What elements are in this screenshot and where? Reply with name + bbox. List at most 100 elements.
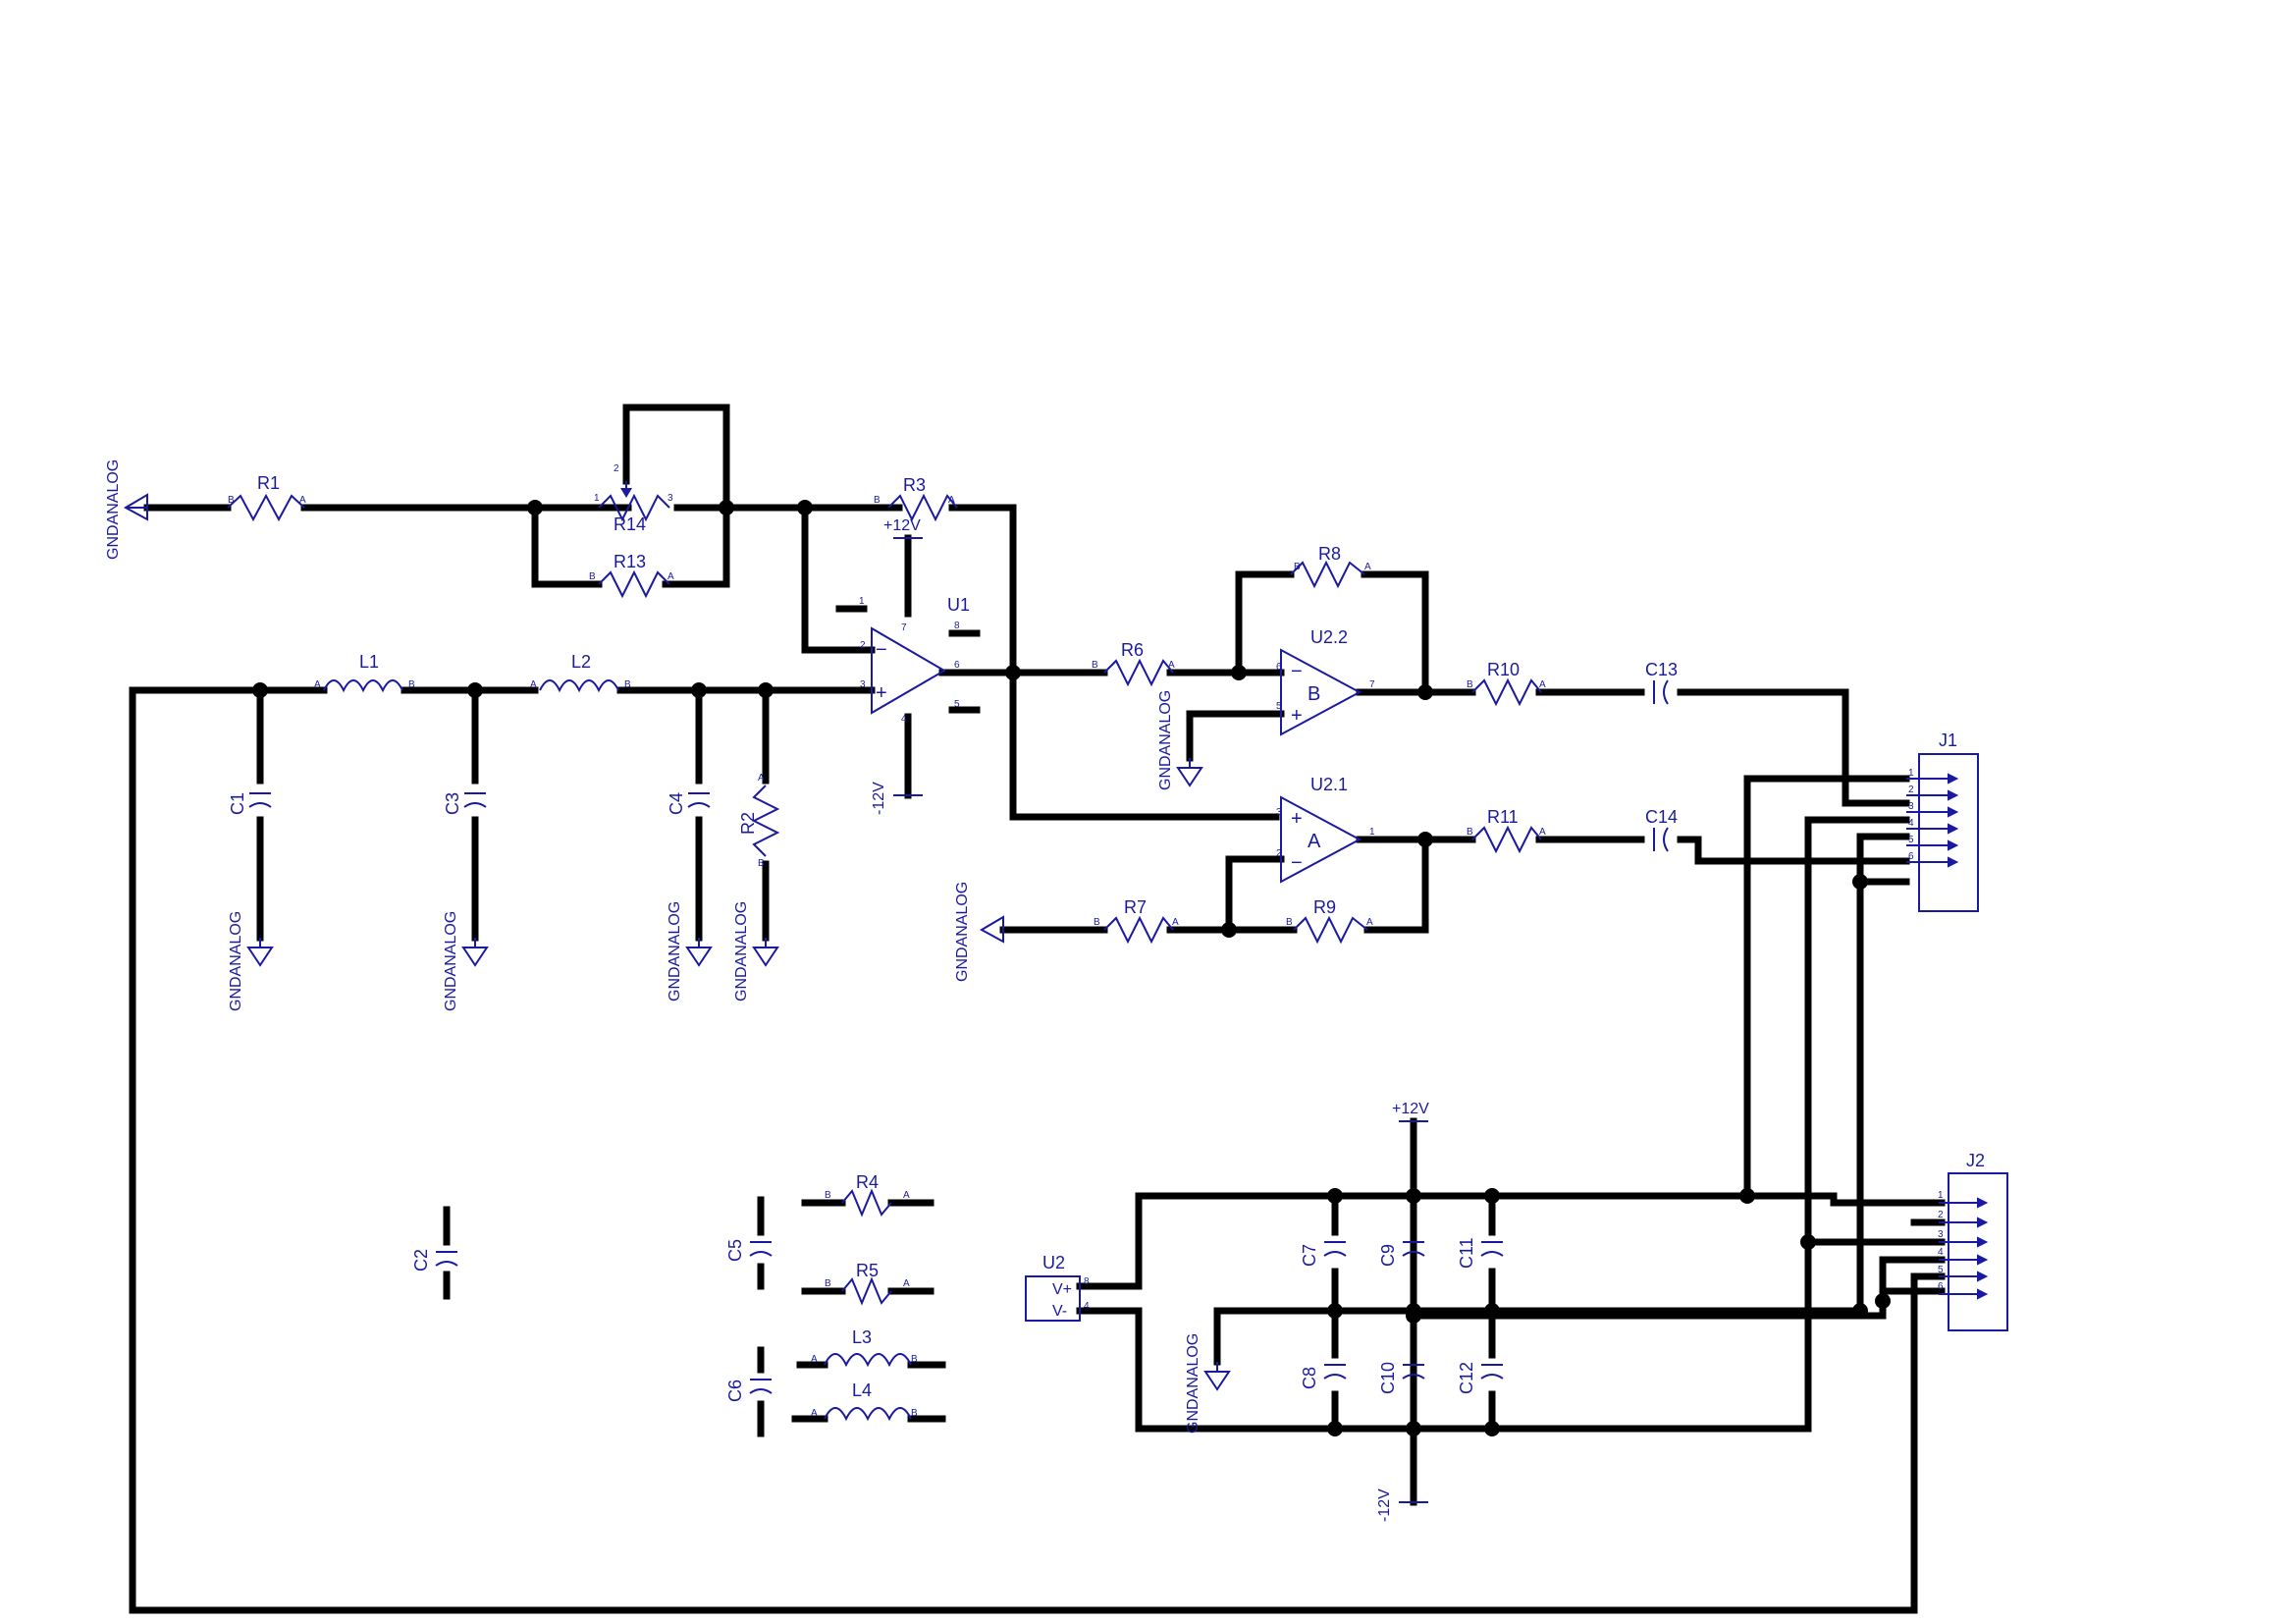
svg-text:A: A [948, 495, 955, 506]
potentiometer-r14: R14 1 3 2 [594, 463, 673, 534]
svg-text:2: 2 [1276, 848, 1282, 859]
svg-text:A: A [299, 495, 306, 506]
svg-text:1: 1 [1938, 1190, 1944, 1201]
svg-text:C1: C1 [228, 792, 247, 815]
svg-text:C3: C3 [443, 792, 462, 815]
svg-text:B: B [825, 1190, 831, 1201]
svg-text:+: + [876, 682, 887, 704]
svg-text:GNDANALOG: GNDANALOG [733, 901, 750, 1001]
svg-text:A: A [811, 1354, 818, 1365]
svg-text:B: B [911, 1354, 918, 1365]
svg-text:GNDANALOG: GNDANALOG [1185, 1333, 1201, 1434]
svg-text:B: B [874, 495, 881, 506]
svg-text:J2: J2 [1966, 1151, 1985, 1170]
svg-text:A: A [903, 1190, 910, 1201]
resistor-r8: R8 B A [1290, 544, 1371, 589]
capacitor-c12: C12 [1457, 1362, 1504, 1394]
svg-text:R11: R11 [1487, 807, 1519, 827]
svg-text:C2: C2 [411, 1249, 431, 1272]
capacitor-c4: C4 [667, 792, 711, 815]
svg-text:B: B [825, 1278, 831, 1289]
svg-text:R1: R1 [257, 473, 280, 493]
inductor-l2: L2 A B [530, 652, 631, 693]
svg-text:B: B [1308, 683, 1320, 705]
svg-text:A: A [667, 571, 674, 582]
svg-text:2: 2 [860, 640, 866, 651]
capacitor-c10: C10 [1378, 1362, 1425, 1394]
resistor-r5: R5 B A [825, 1261, 910, 1306]
svg-text:A: A [314, 679, 321, 690]
svg-text:4: 4 [901, 714, 907, 725]
svg-text:A: A [903, 1278, 910, 1289]
svg-text:C9: C9 [1378, 1244, 1398, 1267]
capacitor-c11: C11 [1457, 1237, 1504, 1269]
svg-text:6: 6 [1276, 662, 1282, 673]
svg-text:U2: U2 [1042, 1253, 1065, 1272]
svg-text:B: B [758, 858, 765, 869]
svg-text:6: 6 [1938, 1281, 1944, 1292]
opamp-u1: − + U1 2 3 7 4 6 1 8 5 [859, 595, 970, 725]
svg-text:-12V: -12V [871, 782, 887, 815]
svg-text:2: 2 [614, 463, 619, 474]
svg-text:J1: J1 [1939, 731, 1957, 750]
connector-j1: J1 1 2 3 4 5 6 [1906, 731, 1979, 912]
svg-text:R8: R8 [1318, 544, 1341, 564]
svg-text:3: 3 [1938, 1229, 1944, 1240]
svg-text:−: − [876, 639, 887, 661]
svg-text:8: 8 [1084, 1276, 1090, 1287]
svg-text:R9: R9 [1313, 897, 1336, 917]
svg-text:R4: R4 [856, 1172, 879, 1192]
svg-text:C4: C4 [667, 792, 686, 815]
gnd-c4: GNDANALOG [667, 901, 712, 1001]
vpos-bus: +12V [1392, 1101, 1429, 1122]
svg-text:V+: V+ [1052, 1281, 1072, 1298]
svg-text:GNDANALOG: GNDANALOG [1157, 690, 1174, 790]
svg-text:C6: C6 [725, 1380, 745, 1402]
svg-text:R3: R3 [903, 475, 926, 495]
svg-text:L2: L2 [571, 652, 591, 672]
svg-text:5: 5 [1276, 701, 1282, 712]
svg-text:4: 4 [1938, 1247, 1944, 1258]
svg-text:A: A [1308, 831, 1321, 852]
svg-text:L3: L3 [852, 1327, 872, 1347]
svg-text:A: A [1539, 679, 1546, 690]
svg-text:A: A [758, 773, 765, 784]
inductor-l1: L1 A B [314, 652, 415, 693]
svg-text:A: A [811, 1408, 818, 1419]
resistor-r7: R7 B A [1094, 897, 1179, 945]
gnd-r7: GNDANALOG [954, 882, 1004, 982]
capacitor-c3: C3 [443, 792, 487, 815]
svg-text:C12: C12 [1457, 1362, 1476, 1394]
svg-text:8: 8 [954, 621, 960, 631]
opamp-u2-2: − + B U2.2 6 5 7 [1276, 627, 1375, 736]
svg-text:B: B [408, 679, 415, 690]
svg-text:C10: C10 [1378, 1362, 1398, 1394]
svg-text:GNDANALOG: GNDANALOG [105, 460, 122, 560]
svg-text:R14: R14 [614, 514, 646, 534]
svg-text:A: A [530, 679, 537, 690]
svg-text:U2.2: U2.2 [1310, 627, 1348, 647]
gnd-r2: GNDANALOG [733, 901, 778, 1001]
svg-text:5: 5 [1938, 1265, 1944, 1275]
capacitor-c2: C2 [411, 1249, 458, 1272]
wires [129, 404, 1946, 1614]
svg-text:5: 5 [1908, 835, 1914, 845]
svg-text:−: − [1291, 661, 1303, 682]
svg-text:B: B [1294, 562, 1301, 572]
svg-text:R7: R7 [1124, 897, 1147, 917]
resistor-r9: R9 B A [1286, 897, 1373, 945]
svg-text:R5: R5 [856, 1261, 879, 1280]
resistor-r3: R3 B A [874, 475, 958, 522]
svg-text:R2: R2 [738, 812, 758, 835]
svg-text:C8: C8 [1300, 1367, 1319, 1389]
svg-text:A: A [1172, 917, 1179, 928]
resistor-r13: R13 B A [589, 552, 674, 599]
opamp-u2-1: + − A U2.1 3 2 1 [1276, 775, 1375, 884]
connector-j2: J2 1 2 3 4 5 6 [1938, 1151, 2008, 1331]
svg-text:4: 4 [1908, 818, 1914, 829]
resistor-r6: R6 B A [1092, 640, 1175, 687]
svg-text:V-: V- [1052, 1303, 1067, 1320]
capacitor-c13: C13 [1645, 660, 1678, 705]
capacitor-c6: C6 [725, 1379, 773, 1402]
